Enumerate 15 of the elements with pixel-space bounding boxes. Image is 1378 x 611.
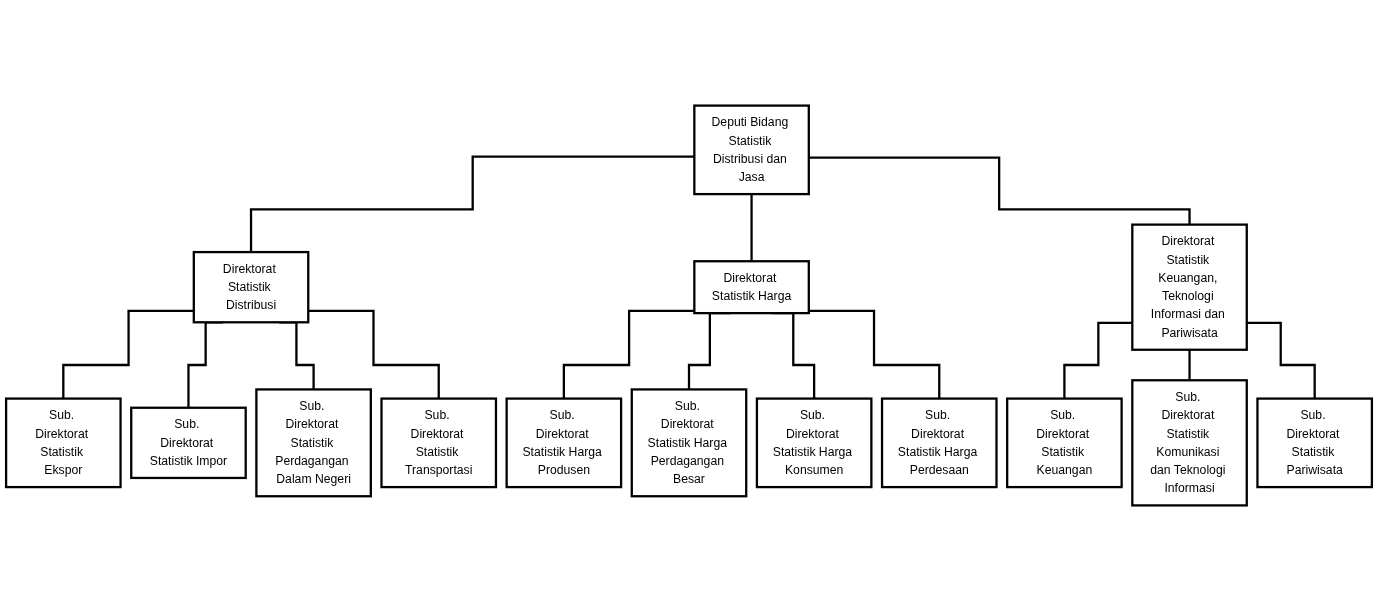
node-box: Direktorat Statistik Harga [693,260,810,315]
node-box: Sub. Direktorat Statistik Komunikasi dan Teknologi Informasi [1131,379,1248,507]
node-box: Sub. Direktorat Statistik Transportasi [380,397,498,489]
node-box: Sub. Direktorat Statistik Impor [130,406,247,480]
node-box: Sub. Direktorat Statistik Harga Produsen [505,397,623,489]
node-box: Sub. Direktorat Statistik Harga Perdagangan Besar [630,388,748,498]
node-box: Sub. Direktorat Statistik Ekspor [4,397,122,489]
node-box: Deputi Bidang Statistik Distribusi dan Jasa [693,104,810,196]
node-box: Sub. Direktorat Statistik Harga Konsumen [755,397,873,489]
node-box: Sub. Direktorat Statistik Harga Perdesaan [880,397,998,489]
node-box: Sub. Direktorat Statistik Keuangan [1006,397,1123,489]
node-box: Sub. Direktorat Statistik Perdagangan Dalam Negeri [255,388,372,498]
node-box: Direktorat Statistik Distribusi [192,250,310,324]
node-box: Sub. Direktorat Statistik Pariwisata [1256,397,1374,489]
node-box: Direktorat Statistik Keuangan, Teknologi Informasi dan Pariwisata [1131,223,1248,351]
